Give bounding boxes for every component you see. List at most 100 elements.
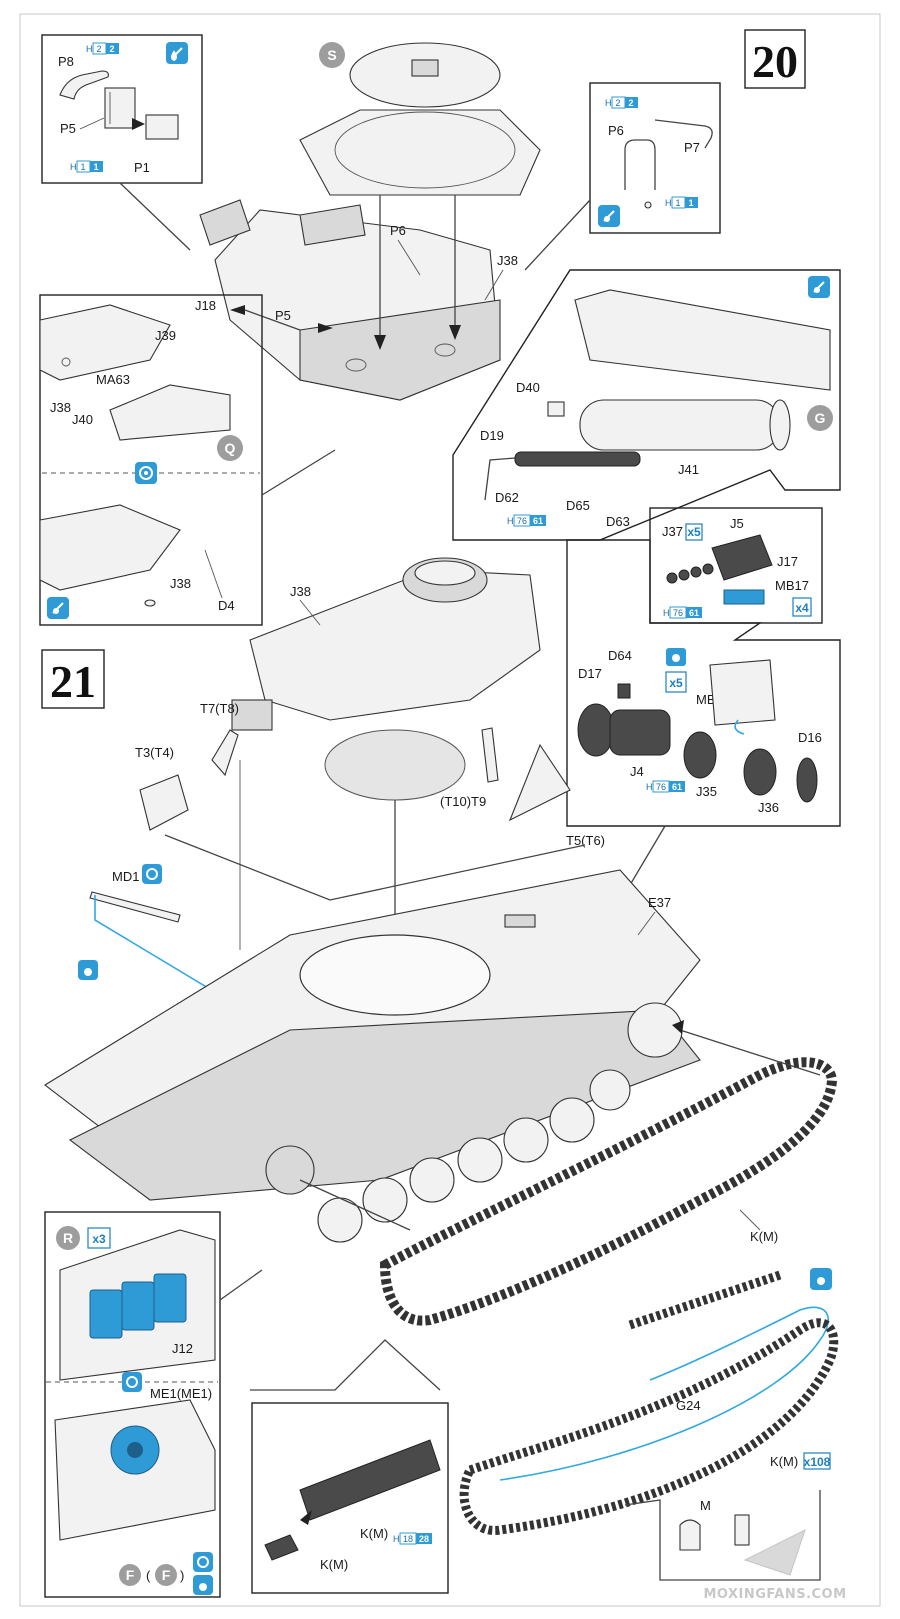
part-mb3-track-links [709, 659, 776, 726]
inset-p6-p7: H 2 2 P7 P6 H 1 1 [589, 82, 721, 234]
label-j39: J39 [155, 328, 176, 343]
label-t3t4: T3(T4) [135, 745, 174, 760]
label-t7t8: T7(T8) [200, 701, 239, 716]
part-p6 [624, 139, 656, 190]
label-p7: P7 [684, 140, 700, 155]
gun-mantlet [231, 699, 273, 731]
leader-line [484, 269, 504, 301]
badge-q [217, 435, 243, 461]
sprue-letter: H [605, 98, 612, 108]
inset-mantlet-cover: J39 MA63 J38 J40 Q J38 D4 [39, 294, 263, 626]
label-j38-lower: J38 [170, 576, 191, 591]
part-d19 [484, 457, 516, 501]
label-j36: J36 [758, 800, 779, 815]
flip-view-icon [142, 864, 162, 884]
sprue-number: 18 [403, 1534, 413, 1544]
stowage-bin-group: G D40 J41 D19 D62 D65 D63 H 76 61 [452, 269, 841, 541]
part-m-tool [679, 1519, 701, 1551]
label-j38-inset: J38 [50, 400, 71, 415]
arrow-icon [672, 1020, 684, 1034]
part-number: 61 [533, 516, 543, 526]
label-j5: J5 [730, 516, 744, 531]
assembly-line [679, 1029, 821, 1076]
paint-drop-icon [78, 960, 98, 980]
arrow-icon [374, 335, 386, 350]
cupola-hatch [414, 560, 476, 586]
flip-view-icon [122, 1372, 142, 1392]
arrow-icon [318, 323, 333, 333]
part-d65-exhaust [514, 451, 641, 467]
inset-frame [589, 82, 721, 234]
sprue-letter: H [70, 162, 77, 172]
paint-drop-icon [598, 205, 620, 227]
callout-line [524, 199, 591, 271]
sprue-number: 76 [673, 608, 683, 618]
track-k-m [379, 1057, 838, 1326]
part-d4 [144, 599, 156, 607]
turret-side-view-2 [39, 504, 181, 591]
sprue-number: 1 [80, 162, 85, 172]
part-d64 [617, 683, 631, 699]
label-p5-main: P5 [275, 308, 291, 323]
sprue-box-filled [686, 607, 702, 618]
sprue-code-h1-1: H 1 1 [70, 160, 103, 173]
road-wheels [265, 1002, 683, 1243]
leader-line [637, 911, 656, 936]
part-number: 61 [689, 608, 699, 618]
sprue-box-filled [106, 43, 119, 54]
badge-f-2-text: F [162, 1567, 171, 1583]
multiplier-box [665, 671, 687, 693]
page-border [19, 13, 881, 1607]
part-number: 2 [628, 98, 633, 108]
sprue-code-h2-2-b: H 2 2 [605, 96, 638, 109]
label-km-2: K(M) [360, 1526, 388, 1541]
sprue-letter: H [507, 516, 514, 526]
multiplier-x108: x108 [804, 1455, 831, 1469]
badge-g-text: G [815, 410, 826, 426]
paren-open: ( [146, 1568, 151, 1583]
label-p6: P6 [608, 123, 624, 138]
sprue-number: 1 [675, 198, 680, 208]
flip-view-icon [135, 462, 157, 484]
label-km-x108: K(M) [770, 1454, 798, 1469]
label-j12: J12 [172, 1341, 193, 1356]
label-p1: P1 [134, 160, 150, 175]
badge-g [807, 405, 833, 431]
multiplier-x5: x5 [687, 525, 701, 539]
hull-rear-panel [574, 289, 831, 391]
step-21-number: 21 [50, 656, 96, 707]
sprue-box-filled [90, 161, 103, 172]
part-d17 [577, 703, 615, 757]
label-km-3: K(M) [320, 1557, 348, 1572]
pistol-port [345, 358, 367, 372]
multiplier-box [685, 523, 703, 541]
sprue-code-h76-61-b: H 76 61 [663, 606, 702, 619]
sprue-code-h76-61-c: H 76 61 [646, 780, 685, 793]
part-p8 [59, 70, 109, 100]
turret-cupola-hatch [411, 59, 439, 77]
label-ma63: MA63 [96, 372, 130, 387]
assembly-line [299, 1179, 411, 1231]
arrow-icon [300, 1510, 312, 1525]
sprue-box-filled [685, 197, 698, 208]
label-p6-main: P6 [390, 223, 406, 238]
paint-drop-icon [47, 597, 69, 619]
callout-pointer [250, 1339, 441, 1391]
label-d16: D16 [798, 730, 822, 745]
label-d62: D62 [495, 490, 519, 505]
part-mb17 [723, 589, 765, 605]
multiplier-x5-b: x5 [669, 676, 683, 690]
badge-f-1 [119, 1564, 141, 1586]
step-20: 20 H 2 2 P8 P5 H [39, 29, 806, 626]
sprue-box-filled [530, 515, 546, 526]
badge-s-text: S [327, 47, 336, 63]
multiplier-box [87, 1227, 111, 1249]
flip-view-icon [193, 1552, 213, 1572]
label-j38-step21: J38 [290, 584, 311, 599]
part-m-bracket [734, 1514, 750, 1546]
leader-line [299, 599, 321, 626]
gun-mantlet [199, 199, 251, 246]
multiplier-x3: x3 [92, 1232, 106, 1246]
inset-frame [566, 539, 841, 827]
